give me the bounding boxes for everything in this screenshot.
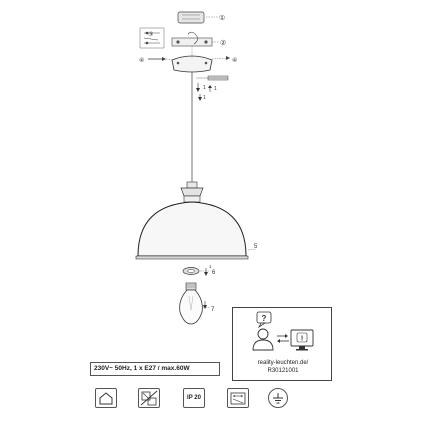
callout-1: ①	[219, 14, 225, 22]
person-icon	[252, 328, 274, 351]
small-label-c: 1	[203, 95, 206, 101]
not-for-flammable-surface-symbol	[138, 388, 160, 408]
ip-rating-text: IP 20	[187, 395, 201, 401]
small-label-b: 1	[214, 86, 217, 92]
ip-rating-symbol: IP 20	[183, 388, 205, 408]
distance-icon	[230, 392, 246, 405]
wiring-detail	[139, 27, 165, 49]
ring-nut	[182, 267, 210, 276]
exchange-arrows-icon	[277, 334, 289, 343]
small-label-a: 1	[203, 85, 206, 91]
callout-3: ③	[148, 31, 153, 38]
protective-earth-symbol	[268, 388, 288, 408]
support-illustration: ? !	[252, 311, 314, 351]
callout-2: ②	[220, 39, 226, 47]
house-icon	[99, 392, 113, 405]
question-mark: ?	[262, 314, 267, 323]
screw-left	[148, 57, 173, 61]
ground-icon	[273, 393, 283, 404]
question-bubble-icon: ?	[256, 311, 272, 329]
website-text: reality-leuchten.de/	[257, 360, 309, 366]
callout-7: 7	[211, 307, 215, 313]
no-insulation-cover-icon	[140, 390, 158, 406]
electrical-specification: 230V~ 50Hz, 1 x E27 / max.60W	[90, 362, 220, 376]
installation-distance-symbol	[227, 388, 249, 408]
small-arrows	[196, 83, 212, 101]
support-info-box: ? ! reality-leuchten.de/ R30121001	[232, 307, 332, 381]
connector-plate	[171, 31, 219, 47]
callout-6: 6	[212, 270, 216, 276]
indoor-use-symbol	[95, 388, 117, 408]
socket-holder	[180, 181, 204, 203]
callout-4-left: ④	[139, 57, 144, 64]
lamp-shade	[135, 201, 257, 260]
cable-clamp	[196, 75, 229, 81]
canopy	[171, 46, 213, 73]
callout-4-right: ④	[232, 57, 237, 64]
small-label-d: 1	[209, 264, 212, 269]
exclamation-mark: !	[301, 336, 303, 343]
callout-5: 5	[254, 244, 258, 250]
light-bulb	[179, 282, 211, 325]
monitor-icon: !	[290, 329, 314, 351]
screw-right	[211, 56, 231, 60]
article-code: R30121001	[267, 368, 299, 374]
mounting-bracket	[177, 11, 218, 24]
